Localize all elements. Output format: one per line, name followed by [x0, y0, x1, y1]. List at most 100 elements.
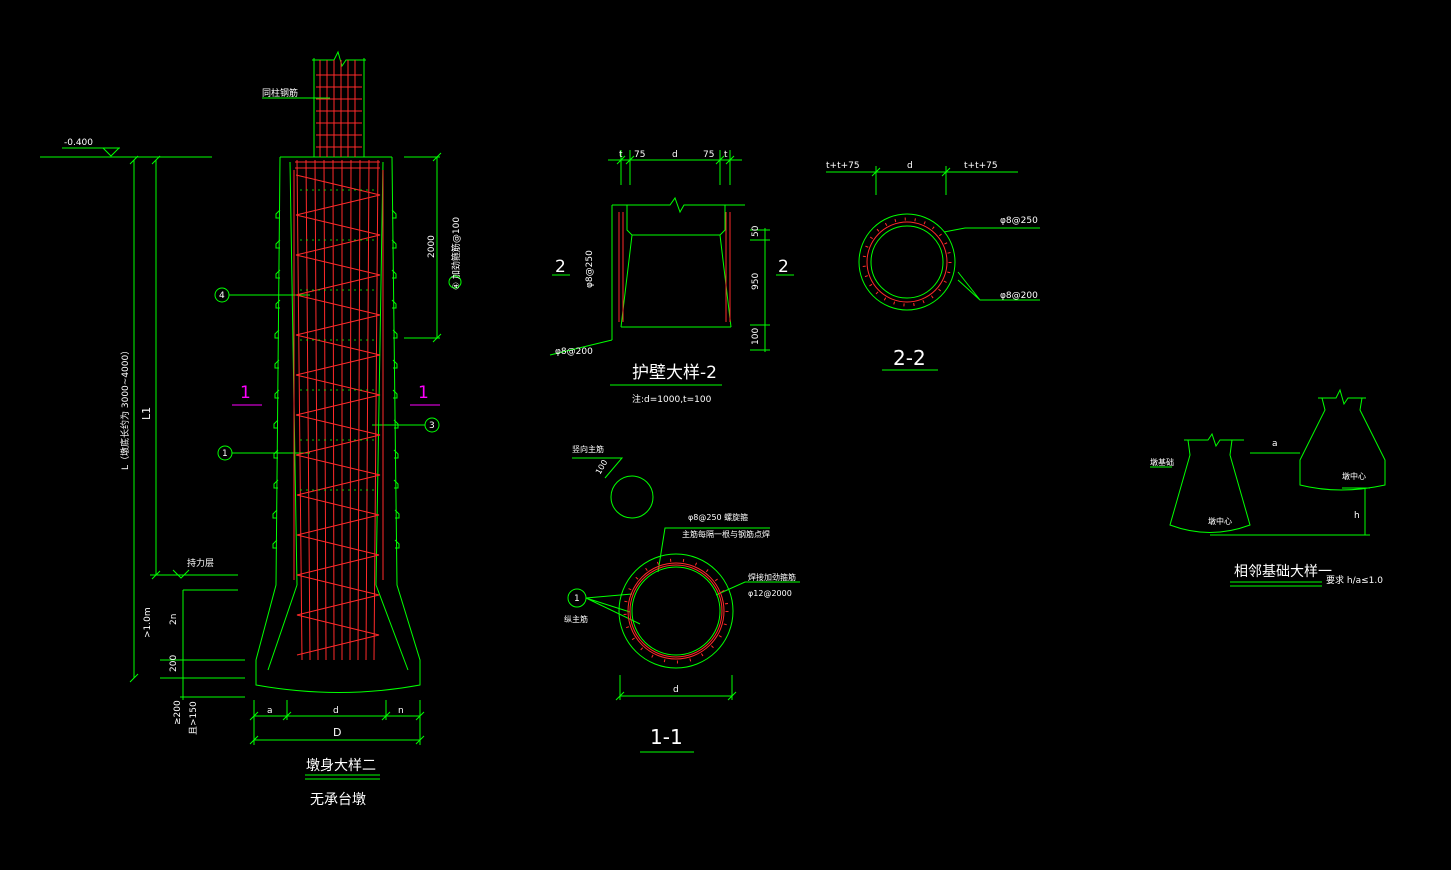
- spiral-stirrup: [295, 174, 381, 656]
- dim-2000: [404, 152, 442, 343]
- gt150-label: 且>150: [188, 701, 199, 735]
- s22-inner-circle: [870, 225, 944, 299]
- s11-spiral-spec: φ8@250 螺旋箍: [688, 512, 748, 522]
- rw-dim-75a: 75: [634, 150, 645, 160]
- af-right-break: [1318, 388, 1366, 406]
- rw-rebar: [618, 212, 731, 322]
- af-dim-h: h: [1354, 511, 1360, 521]
- dim-D: D: [333, 726, 341, 739]
- s11-stiffener-spec: φ12@2000: [748, 589, 792, 598]
- s22-title: 2-2: [893, 346, 926, 370]
- s22-label-top: φ8@250: [1000, 216, 1038, 226]
- wall-notches-left: [272, 209, 281, 549]
- rw-rebar-v: φ8@250: [585, 250, 595, 288]
- s22-rebar: [862, 217, 952, 307]
- af-dim-a: a: [1272, 439, 1278, 449]
- af-right-pile: [1299, 397, 1386, 491]
- rw-note: 注:d=1000,t=100: [632, 393, 712, 405]
- rw-section-right: 2: [778, 257, 789, 277]
- dim-d: d: [333, 706, 339, 716]
- s11-spiral-leader: [657, 527, 770, 573]
- length-label: L（墩底长约为 3000~4000）: [119, 346, 131, 470]
- rw-right-dims: [750, 228, 770, 352]
- s22-outer-circle: [858, 213, 956, 311]
- s11-inner-circle: [631, 566, 721, 656]
- af-left-break: [1184, 432, 1244, 448]
- rw-dim-t1: t: [619, 150, 623, 160]
- rw-section-left: 2: [555, 257, 566, 277]
- af-left-label: 墩基础: [1150, 457, 1174, 467]
- length-dims: [129, 155, 161, 683]
- h2n-label: 2n: [169, 614, 179, 625]
- l1-label: L1: [140, 407, 153, 420]
- rw-dim-50: 50: [751, 225, 761, 237]
- s11-dim-d: d: [673, 685, 679, 695]
- column-outline: [313, 58, 365, 157]
- bar4-note: ④ 加劲箍筋@100: [450, 217, 462, 290]
- top-bar-label: 同柱钢筋: [262, 87, 298, 99]
- af-note: 要求 h/a≤1.0: [1326, 574, 1383, 586]
- stiffener-bars: [293, 170, 384, 580]
- ge200-label: ≥200: [173, 700, 183, 725]
- s11-stiffener: 焊接加劲箍筋: [748, 572, 796, 582]
- bearing-layer-label: 持力层: [187, 557, 214, 569]
- column-ties: [316, 74, 362, 148]
- rw-dim-75b: 75: [703, 150, 714, 160]
- s11-outer-circle: [618, 553, 734, 669]
- pile-title-underline: [305, 774, 380, 780]
- s22-bar-dots: [862, 217, 952, 307]
- callout-4: 4: [219, 291, 225, 301]
- s22-top-dims: [826, 166, 1018, 195]
- pile-subtitle: 无承台墩: [310, 792, 366, 808]
- wall-notches-right: [391, 209, 400, 549]
- rw-dim-d: d: [672, 150, 678, 160]
- depth-min-label: >1.0m: [143, 607, 153, 638]
- depth-dim-line: [182, 589, 238, 700]
- rw-break-line: [612, 196, 745, 214]
- rw-dim-t2: t: [724, 150, 728, 160]
- section-2-2: [826, 166, 1040, 371]
- bottom-dim-ticks: [249, 711, 425, 745]
- break-line: [312, 50, 366, 68]
- s22-hoop: [866, 221, 948, 303]
- s11-hoop-inner: [629, 564, 723, 658]
- bottom-level-lines: [160, 659, 245, 698]
- s11-top-leader: [572, 457, 624, 479]
- s22-dim-d: d: [907, 161, 913, 171]
- pile-title: 墩身大样二: [306, 758, 376, 774]
- s11-callout: 1: [574, 594, 580, 604]
- rw-inner: [621, 234, 731, 328]
- s22-dim-right: t+t+75: [964, 161, 998, 171]
- pile-outline: [255, 156, 421, 693]
- elevation-mark: [40, 147, 212, 158]
- af-right-center: 墩中心: [1342, 471, 1366, 481]
- section-1-1: [567, 457, 800, 753]
- s22-leaders: [943, 227, 1040, 301]
- s22-label-bottom: φ8@200: [1000, 291, 1038, 301]
- af-title-underline: [1230, 581, 1322, 587]
- tie-dashes: [300, 189, 376, 491]
- rw-bars: [618, 212, 731, 322]
- s11-title: 1-1: [650, 725, 683, 749]
- seg-2000-label: 2000: [427, 235, 437, 258]
- s11-hoop-outer: [627, 562, 725, 660]
- s11-callout-label: 纵主筋: [564, 614, 588, 624]
- af-title: 相邻基础大样一: [1234, 563, 1332, 580]
- d200-label: 200: [169, 655, 179, 672]
- s11-rebar-note: 主筋每隔一根与钢筋点焊: [682, 529, 770, 539]
- af-dims: [1210, 452, 1370, 536]
- rw-rebar-h: φ8@200: [555, 347, 593, 357]
- bell-inner-line: [267, 584, 409, 671]
- column-bars: [319, 60, 356, 157]
- rw-title: 护壁大样-2: [632, 363, 717, 383]
- adjacent-foundation: [1150, 388, 1386, 587]
- s11-stiffener-leader: [715, 581, 800, 596]
- dim-a: a: [267, 706, 273, 716]
- rw-dim-100: 100: [751, 328, 761, 345]
- s11-rebar: [623, 558, 729, 664]
- af-left-center: 墩中心: [1208, 516, 1232, 526]
- bottom-dims: [253, 700, 421, 745]
- pile-detail: [40, 50, 462, 780]
